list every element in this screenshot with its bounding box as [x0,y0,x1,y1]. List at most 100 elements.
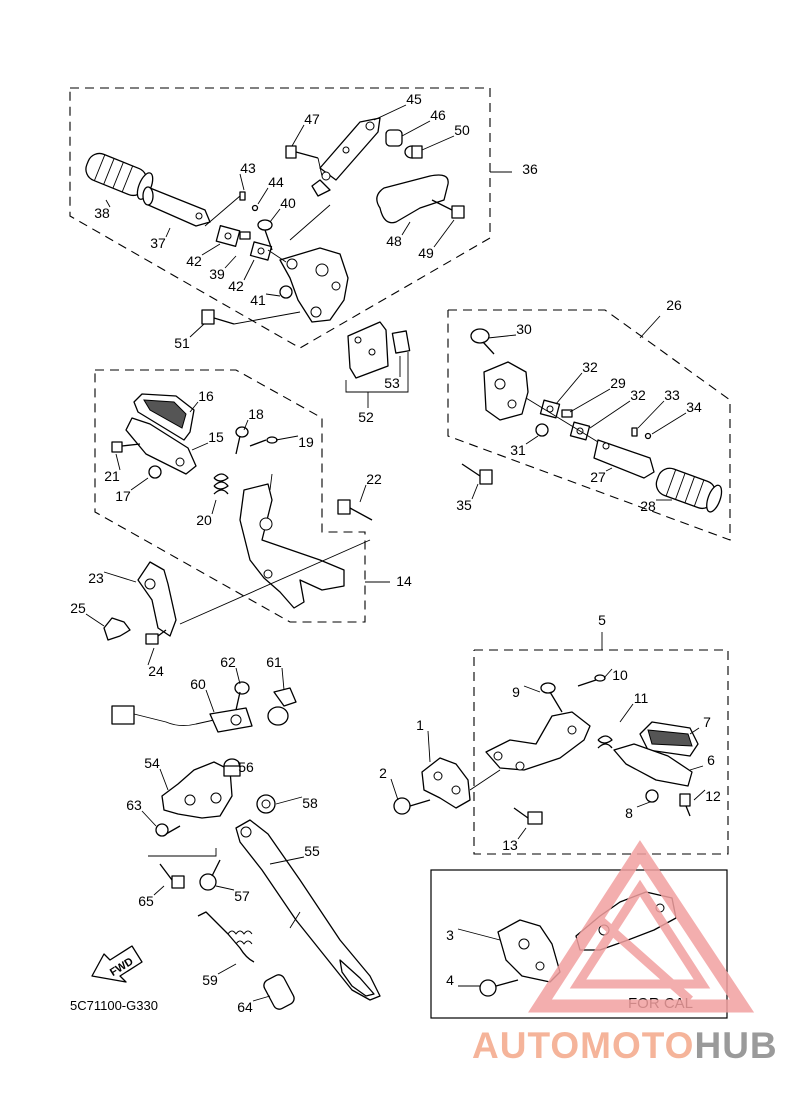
callout-28: 28 [640,498,656,514]
leader-line-13 [517,827,527,840]
callout-9: 9 [512,684,520,700]
leader-line-45 [373,104,407,121]
footpeg-rubber-28 [655,467,723,513]
leader-line-41 [265,293,281,297]
callout-23: 23 [88,570,104,586]
leader-line-11 [619,703,634,723]
bolt-35 [461,463,493,485]
leader-line-43 [239,173,245,191]
callout-2: 2 [379,765,387,781]
callout-34: 34 [686,399,702,415]
nut-58 [256,794,276,814]
leader-line-46 [401,120,431,137]
leader-line-24 [147,647,155,666]
leader-line-44 [257,187,269,205]
ball-44 [251,204,259,212]
leader-line-42b [243,259,255,281]
callout-45: 45 [406,91,422,107]
diagram-code: 5C71100-G330 [70,998,158,1013]
bolt-12 [679,793,691,817]
callout-4: 4 [446,972,454,988]
leader-line-49 [433,219,455,248]
leader-line-31 [525,435,539,445]
bolt-63 [155,823,181,837]
leader-line-32 [555,372,583,405]
bolt-21 [111,441,141,453]
callout-38: 38 [94,205,110,221]
callout-18: 18 [248,406,264,422]
collar-56 [223,758,241,777]
callout-50: 50 [454,122,470,138]
label-53 [391,330,411,354]
bolt-4 [479,979,519,997]
bolt-57 [199,859,221,891]
fwd-arrow-icon: FWD [91,945,143,983]
callout-35: 35 [456,497,472,513]
ball-34 [644,432,652,440]
group-5-footrest-assembly [393,632,729,855]
leader-line-2 [390,778,399,801]
callout-59: 59 [202,972,218,988]
callout-32: 32 [582,359,598,375]
watermark-part1: AUTOMOTO [472,1025,694,1066]
plate-assembly-52-53 [345,321,411,408]
bolt-47 [285,145,319,159]
callout-26: 26 [666,297,682,313]
leader-line-32b [589,400,631,429]
connector-60 [111,705,253,733]
leader-line-29 [569,388,611,413]
bracket-14 [239,483,345,609]
callout-65: 65 [138,893,154,909]
callout-49: 49 [418,245,434,261]
leader-line-48 [401,221,411,236]
leader-line-64 [252,995,271,1002]
leader-line-65 [153,885,165,896]
leader-line-60 [205,689,215,713]
leader-line-21 [115,453,121,471]
callout-56: 56 [238,759,254,775]
footpeg-rubber-38 [85,152,154,200]
bolt-40 [257,219,273,251]
callout-48: 48 [386,233,402,249]
callout-55: 55 [304,843,320,859]
leader-line-3 [457,928,501,941]
bolt-2 [393,797,431,815]
callout-36: 36 [522,161,538,177]
leader-line-58 [275,796,303,805]
footrest-6 [613,743,693,787]
callout-27: 27 [590,469,606,485]
rear-bracket-48 [376,174,449,224]
leader-line-42 [201,243,221,256]
callout-58: 58 [302,795,318,811]
callout-31: 31 [510,442,526,458]
leader-line-57 [215,885,235,891]
callout-16: 16 [198,388,214,404]
callout-47: 47 [304,111,320,127]
leader-line-8 [636,801,651,808]
callout-64: 64 [237,999,253,1015]
leader-line-22 [359,484,367,503]
callout-21: 21 [104,468,120,484]
pin-43 [239,191,246,201]
footpeg-37 [142,186,211,227]
leader-line-33 [637,400,665,429]
leader-line-55 [269,856,305,865]
callout-24: 24 [148,663,164,679]
callout-3: 3 [446,927,454,943]
callout-57: 57 [234,888,250,904]
callout-61: 61 [266,654,282,670]
leader-line-16 [189,401,199,413]
leader-line-6 [689,765,704,771]
pin-9 [540,682,563,713]
leader-line-37 [165,227,171,238]
leader-line-61 [281,667,285,691]
collar-50 [404,145,423,159]
sidestand-bracket-54 [161,761,233,819]
callout-62: 62 [220,654,236,670]
leader-line-35 [471,483,479,500]
callout-43: 43 [240,160,256,176]
bolt-62 [234,681,250,711]
bracket-26 [483,361,529,421]
leader-line-62 [235,667,241,685]
leader-line-12 [693,789,706,801]
